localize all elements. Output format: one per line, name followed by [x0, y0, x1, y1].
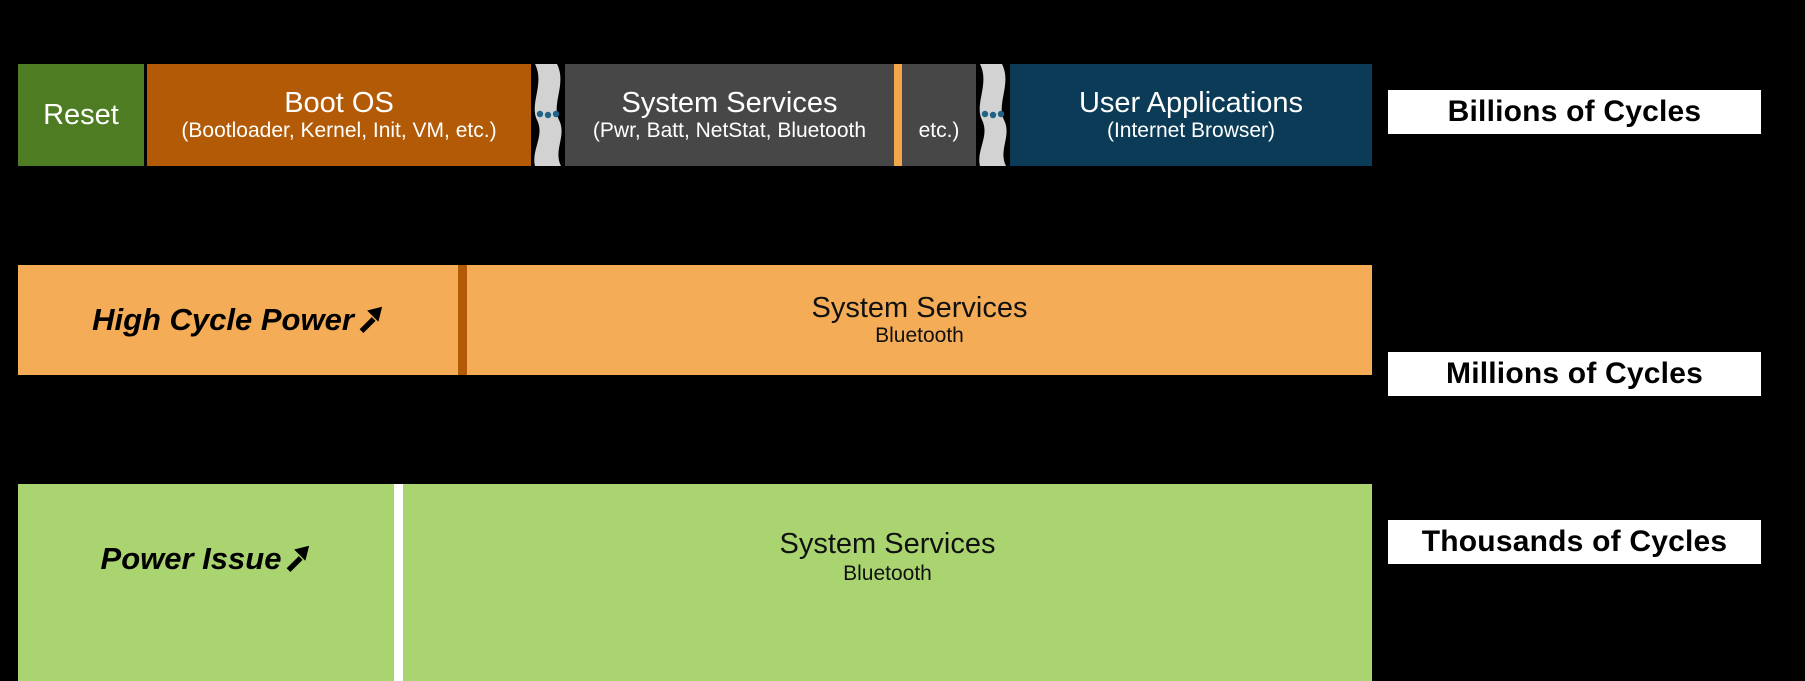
scale-label-thousands: Thousands of Cycles [1388, 520, 1761, 564]
millions-row-divider [458, 265, 467, 375]
scale-label-millions: Millions of Cycles [1388, 352, 1761, 396]
segment-boot-os-title: Boot OS [284, 86, 394, 119]
page-break-icon-2 [976, 64, 1010, 166]
segment-system-services-subtitle: (Pwr, Batt, NetStat, Bluetooth [592, 118, 867, 142]
annotation-power-issue: Power Issue [101, 541, 312, 577]
annotation-high-cycle-power-zone[interactable]: High Cycle Power [18, 265, 458, 375]
segment-system-services-title: System Services [621, 86, 838, 119]
segment-boot-os-subtitle: (Bootloader, Kernel, Init, VM, etc.) [181, 118, 497, 142]
segment-user-applications[interactable]: User Applications (Internet Browser) [1010, 64, 1372, 166]
millions-system-services-title: System Services [811, 291, 1028, 324]
annotation-power-issue-text: Power Issue [100, 540, 282, 576]
segment-reset[interactable]: Reset [18, 64, 144, 166]
thousands-row-divider [394, 484, 403, 681]
segment-system-services[interactable]: System Services (Pwr, Batt, NetStat, Blu… [565, 64, 894, 166]
page-break-dots-2 [981, 110, 1005, 119]
scale-label-thousands-text: Thousands of Cycles [1421, 525, 1728, 558]
segment-boot-os[interactable]: Boot OS (Bootloader, Kernel, Init, VM, e… [147, 64, 531, 166]
scale-label-billions: Billions of Cycles [1388, 90, 1761, 134]
segment-user-applications-subtitle: (Internet Browser) [1106, 118, 1276, 142]
scale-label-millions-text: Millions of Cycles [1446, 357, 1703, 390]
timeline-row-millions: High Cycle Power System Services Bluetoo… [18, 265, 1372, 375]
thousands-system-services[interactable]: System Services Bluetooth [403, 484, 1372, 681]
thousands-system-services-subtitle: Bluetooth [843, 562, 932, 586]
arrow-up-right-icon [359, 306, 383, 333]
millions-system-services-subtitle: Bluetooth [875, 323, 964, 347]
arrow-up-right-icon-2 [287, 545, 310, 572]
timeline-row-billions: Reset Boot OS (Bootloader, Kernel, Init,… [18, 64, 1372, 166]
page-break-dots [536, 110, 560, 119]
system-services-inner-divider [894, 64, 902, 166]
millions-system-services[interactable]: System Services Bluetooth [467, 265, 1372, 375]
timeline-row-thousands: Power Issue System Services Bluetooth [18, 484, 1372, 681]
annotation-high-cycle-power-text: High Cycle Power [92, 302, 354, 337]
segment-user-applications-title: User Applications [1078, 86, 1304, 119]
segment-system-services-continued-subtitle: etc.) [918, 119, 960, 143]
annotation-power-issue-zone[interactable]: Power Issue [18, 484, 394, 681]
segment-reset-title: Reset [43, 98, 119, 131]
thousands-system-services-title: System Services [779, 528, 996, 561]
annotation-high-cycle-power: High Cycle Power [92, 302, 384, 338]
page-break-icon [531, 64, 565, 166]
segment-system-services-continued[interactable]: etc.) [902, 64, 976, 166]
segment-divider-1 [144, 64, 147, 166]
scale-label-billions-text: Billions of Cycles [1447, 95, 1702, 128]
